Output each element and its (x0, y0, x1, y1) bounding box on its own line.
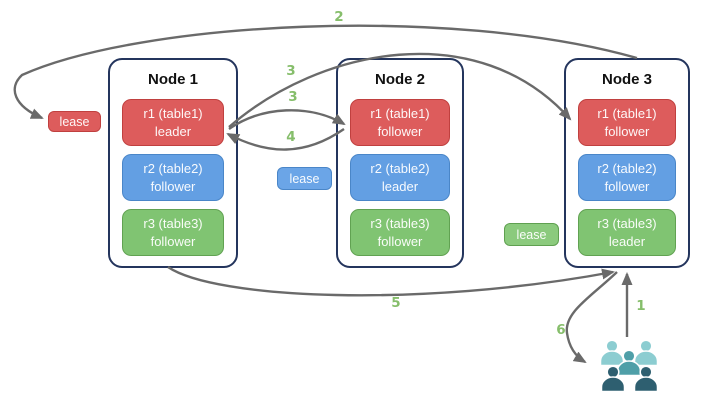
flow-label-1: 1 (636, 298, 646, 314)
replica-name: r3 (table3) (143, 216, 203, 232)
node-1-replica-r1: r1 (table1) leader (122, 99, 224, 146)
arrow-step5-node1-to-node3 (167, 266, 615, 297)
replica-name: r1 (table1) (143, 106, 203, 122)
node-2-replica-r3: r3 (table3) follower (350, 209, 450, 256)
replica-role: leader (608, 233, 646, 249)
replica-name: r1 (table1) (370, 106, 430, 122)
node-3-replica-r2: r2 (table2) follower (578, 154, 676, 201)
replica-role: follower (377, 233, 423, 249)
flow-label-3a: 3 (286, 63, 296, 79)
replica-role: follower (604, 123, 650, 139)
replica-name: r2 (table2) (370, 161, 430, 177)
node-3-title: Node 3 (601, 71, 652, 88)
replica-role: follower (604, 178, 650, 194)
node-2: Node 2 r1 (table1) follower r2 (table2) … (336, 58, 464, 268)
replica-name: r3 (table3) (370, 216, 430, 232)
flow-label-4: 4 (286, 129, 296, 145)
node-1: Node 1 r1 (table1) leader r2 (table2) fo… (108, 58, 238, 268)
flow-label-3b: 3 (288, 89, 298, 105)
replica-role: follower (150, 233, 196, 249)
replica-name: r3 (table3) (597, 216, 657, 232)
replica-name: r2 (table2) (143, 161, 203, 177)
replica-role: follower (150, 178, 196, 194)
replica-role: follower (377, 123, 423, 139)
replica-role: leader (381, 178, 419, 194)
lease-badge-r1: lease (48, 111, 101, 132)
node-2-replica-r2: r2 (table2) leader (350, 154, 450, 201)
lease-badge-r2: lease (277, 167, 332, 190)
node-1-replica-r2: r2 (table2) follower (122, 154, 224, 201)
arrow-step3-leader-to-node2 (228, 109, 346, 130)
flow-label-6: 6 (556, 322, 566, 338)
flow-label-5: 5 (391, 295, 401, 311)
replica-role: leader (154, 123, 192, 139)
node-3: Node 3 r1 (table1) follower r2 (table2) … (564, 58, 690, 268)
node-2-title: Node 2 (374, 71, 425, 88)
node-3-replica-r3: r3 (table3) leader (578, 209, 676, 256)
node-2-replica-r1: r1 (table1) follower (350, 99, 450, 146)
flow-label-2: 2 (334, 9, 344, 25)
lease-badge-r3: lease (504, 223, 559, 246)
node-3-replica-r1: r1 (table1) follower (578, 99, 676, 146)
replica-name: r1 (table1) (597, 106, 657, 122)
node-1-replica-r3: r3 (table3) follower (122, 209, 224, 256)
arrow-step6-node3-to-clients (565, 271, 618, 364)
users-group-icon (599, 339, 659, 393)
replica-name: r2 (table2) (597, 161, 657, 177)
node-1-title: Node 1 (147, 71, 198, 88)
